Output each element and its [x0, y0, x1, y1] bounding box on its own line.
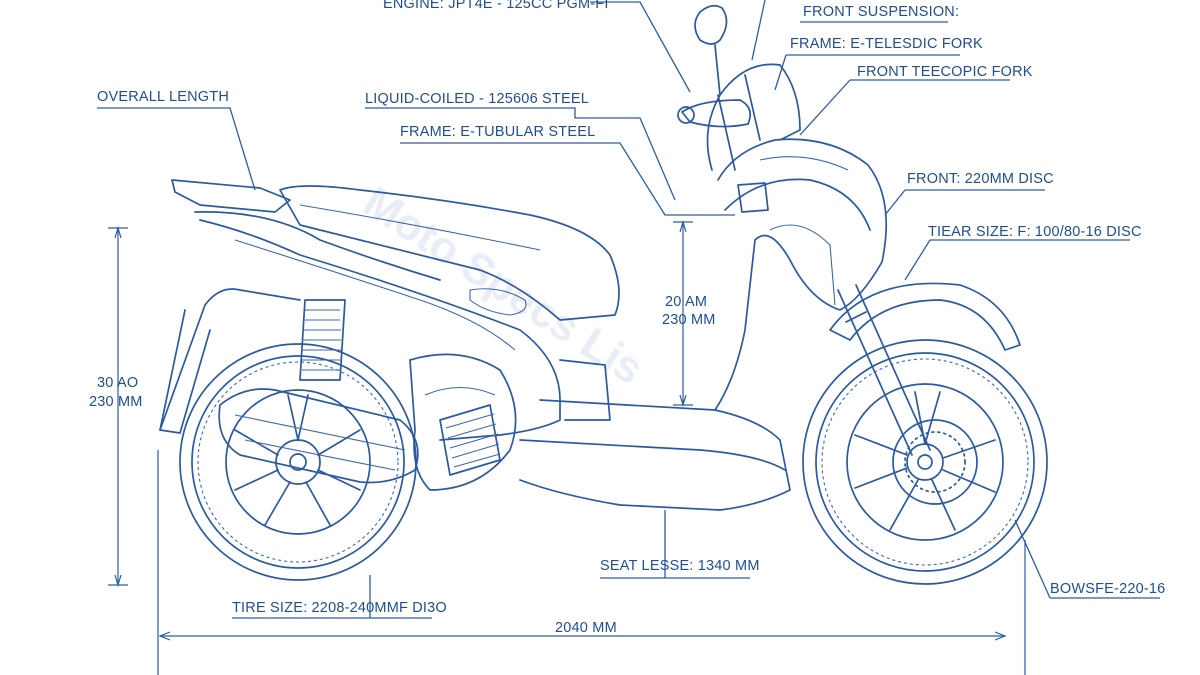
height-value-2: 230 MM	[89, 394, 143, 410]
seat-height-value-2: 230 MM	[662, 312, 716, 328]
leader-lines	[97, 0, 1160, 619]
rear-tire-size-label: TIRE SIZE: 2208-240MMF DI3O	[232, 600, 447, 616]
overall-length-label: OVERALL LENGTH	[97, 89, 229, 105]
dimension-lines	[108, 219, 1026, 675]
tiear-size-label: TIEAR SIZE: F: 100/80-16 DISC	[928, 224, 1142, 240]
spec-labels: ENGINE: JPT4E - 125CC PGM-FI FRONT SUSPE…	[89, 0, 1165, 636]
seat-lesse-label: SEAT LESSE: 1340 MM	[600, 558, 760, 574]
scooter-drawing	[159, 4, 1048, 585]
front-teecopic-fork-label: FRONT TEECOPIC FORK	[857, 64, 1033, 80]
frame-tubular-label: FRAME: E-TUBULAR STEEL	[400, 124, 595, 140]
front-wheel	[802, 339, 1048, 585]
overall-length-dimension: 2040 MM	[555, 620, 617, 636]
front-disc-label: FRONT: 220MM DISC	[907, 171, 1054, 187]
height-value-1: 30 AO	[97, 375, 138, 391]
rear-wheel	[179, 343, 417, 581]
seat-height-value-1: 20 AM	[665, 294, 707, 310]
bowsfe-label: BOWSFE-220-16	[1050, 581, 1165, 597]
liquid-cooled-label: LIQUID-COILED - 125606 STEEL	[365, 91, 589, 107]
front-suspension-label: FRONT SUSPENSION:	[803, 4, 959, 20]
engine-label: ENGINE: JPT4E - 125CC PGM-FI	[383, 0, 609, 12]
frame-telescopic-label: FRAME: E-TELESDIC FORK	[790, 36, 983, 52]
